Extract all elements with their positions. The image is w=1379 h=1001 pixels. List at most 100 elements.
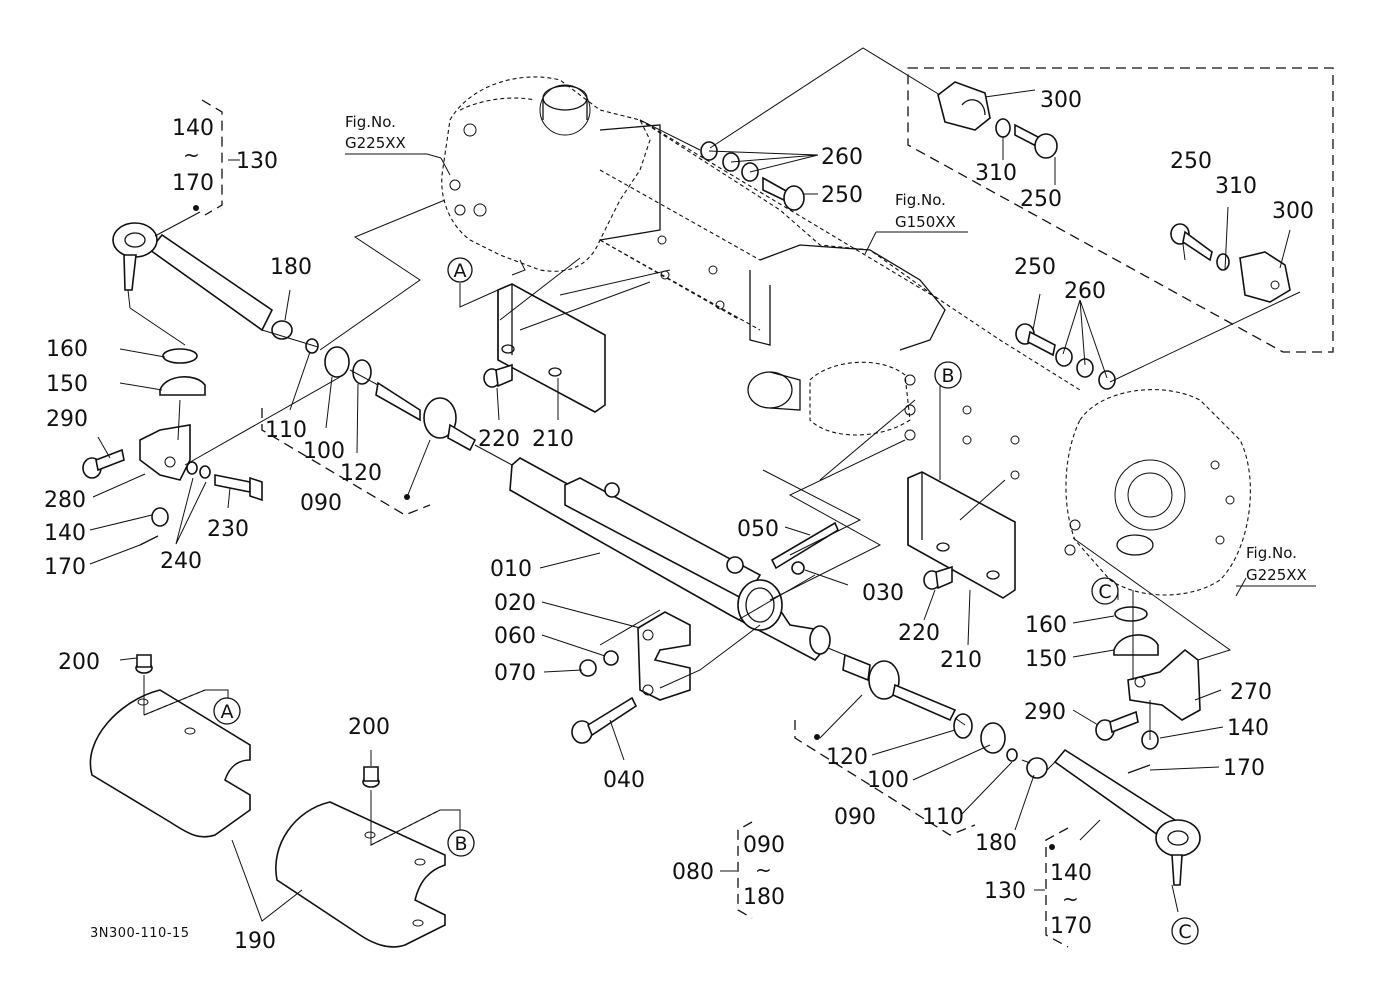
figure-reference-right: Fig.No. G225XX	[1236, 544, 1316, 587]
part-label-040: 040	[603, 768, 645, 793]
svg-text:~: ~	[1062, 887, 1079, 911]
connector-a-bottom: A	[213, 697, 241, 725]
part-label-280: 280	[44, 488, 86, 513]
group-130-top-left: 140 ~ 170 130	[172, 116, 278, 196]
seal-160-right	[1114, 606, 1148, 622]
washer-060	[603, 650, 619, 666]
washer-310-upper	[995, 118, 1011, 138]
part-labels: 180 160 150 290 280 140 170 240 230 110 …	[44, 88, 1314, 954]
right-axle-housing	[1064, 389, 1251, 596]
connector-c-top: C	[1091, 577, 1119, 605]
part-300-lower	[1239, 251, 1291, 303]
svg-text:090: 090	[743, 833, 785, 858]
clip-110-left	[305, 338, 319, 354]
cover-190-left	[89, 689, 251, 838]
cotter-pin-170-right	[1127, 764, 1151, 774]
svg-text:130: 130	[236, 149, 278, 174]
part-label-120: 120	[826, 745, 868, 770]
part-label-160: 160	[46, 337, 88, 362]
part-label-140: 140	[44, 521, 86, 546]
oring-120-right	[953, 713, 973, 739]
bolt-250-lower	[1170, 223, 1213, 262]
part-label-260: 260	[821, 145, 863, 170]
part-label-170: 170	[1223, 756, 1265, 781]
plug-030	[791, 561, 805, 575]
stud-050	[770, 521, 840, 570]
leader-lines	[89, 47, 1301, 922]
part-label-200: 200	[58, 650, 100, 675]
part-label-030: 030	[862, 581, 904, 606]
part-label-060: 060	[494, 624, 536, 649]
part-300-upper	[937, 81, 991, 131]
figure-reference-center: Fig.No. G150XX	[876, 191, 968, 233]
seal-150-right	[1113, 634, 1159, 656]
bolt-220-left	[483, 363, 513, 388]
washer-310-lower	[1216, 253, 1230, 271]
part-label-260: 260	[1064, 279, 1106, 304]
part-label-310: 310	[1215, 174, 1257, 199]
figure-reference-left: Fig.No. G225XX	[345, 113, 442, 159]
svg-text:~: ~	[755, 858, 772, 882]
part-label-140: 140	[1227, 716, 1269, 741]
clamp-020	[637, 611, 691, 701]
connector-label: A	[221, 701, 234, 723]
reference-dot	[1049, 844, 1055, 850]
knuckle-arm-270	[1127, 648, 1201, 721]
part-label-290: 290	[46, 407, 88, 432]
cover-190-right	[275, 801, 446, 948]
bolt-040	[571, 696, 638, 744]
part-label-250: 250	[1020, 187, 1062, 212]
bolt-290-left	[82, 448, 125, 479]
group-brackets	[201, 99, 1069, 948]
connector-label: B	[454, 833, 467, 855]
seal-160-left	[162, 348, 198, 364]
washers-260-right	[1055, 347, 1116, 390]
connector-label: B	[941, 365, 954, 387]
bracket-210-left	[497, 283, 606, 413]
svg-text:140: 140	[1050, 861, 1092, 886]
bolt-200-left	[135, 654, 153, 674]
part-label-160: 160	[1025, 613, 1067, 638]
part-label-110: 110	[922, 805, 964, 830]
bolt-230	[214, 474, 263, 502]
connector-label: A	[454, 260, 467, 282]
connector-label: C	[1178, 921, 1191, 943]
part-label-100: 100	[867, 768, 909, 793]
part-label-230: 230	[207, 517, 249, 542]
part-label-290: 290	[1024, 700, 1066, 725]
tie-rod-inner-left	[375, 381, 477, 452]
part-label-250: 250	[1014, 255, 1056, 280]
nut-070	[579, 659, 597, 677]
svg-text:Fig.No.: Fig.No.	[345, 113, 396, 131]
part-label-200: 200	[348, 715, 390, 740]
svg-text:080: 080	[672, 860, 714, 885]
part-label-220: 220	[898, 621, 940, 646]
part-label-100: 100	[303, 439, 345, 464]
part-label-210: 210	[532, 427, 574, 452]
connector-a-top: A	[447, 257, 473, 300]
connector-label: C	[1098, 581, 1111, 603]
tie-rod-inner-right	[842, 653, 957, 722]
part-label-210: 210	[940, 648, 982, 673]
part-label-220: 220	[478, 427, 520, 452]
reference-dot	[193, 205, 199, 211]
nut-180-right	[1026, 757, 1048, 779]
part-label-010: 010	[490, 557, 532, 582]
center-axle-housing	[599, 119, 1081, 480]
part-label-190: 190	[234, 929, 276, 954]
part-label-110: 110	[265, 418, 307, 443]
part-label-170: 170	[44, 555, 86, 580]
svg-text:Fig.No.: Fig.No.	[895, 191, 946, 209]
oring-120-left	[352, 359, 372, 385]
washer-240-b	[199, 465, 211, 479]
bolt-200-right	[362, 766, 380, 788]
part-label-070: 070	[494, 661, 536, 686]
part-label-270: 270	[1230, 680, 1272, 705]
cover-100-left	[324, 346, 350, 378]
part-label-250: 250	[821, 183, 863, 208]
clip-110-right	[1006, 748, 1018, 762]
nut-140-left	[151, 507, 169, 527]
washer-240-a	[186, 461, 198, 475]
connector-b-bottom: B	[447, 829, 475, 857]
